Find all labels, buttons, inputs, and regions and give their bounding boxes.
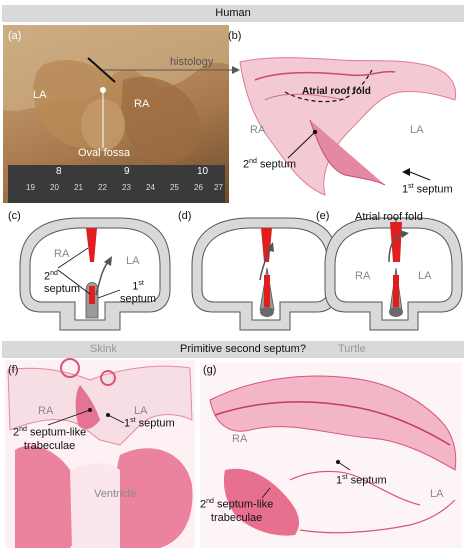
ruler-small-19: 19 [26,183,35,192]
ruler-small-21: 21 [74,183,83,192]
panel-a-ra-label: RA [134,98,150,110]
f-first-sup: st [130,417,136,424]
turtle-label: Turtle [338,343,366,355]
g-trab-text: trabeculae [210,511,263,524]
band2-title: Primitive second septum? [180,343,306,355]
human-header: Human [2,5,464,22]
panel-g-ra-label: RA [232,433,248,445]
c-first-num: 1 [132,280,139,293]
panel-f-first-septum-label: 1st septum [124,417,175,430]
ventricle-label: Ventricle [94,488,137,500]
panel-c-ra-label: RA [54,248,70,260]
g-second-num: 2 [200,498,207,511]
diagram-e [324,217,463,331]
b-second-sup: nd [249,158,257,165]
g-second-sup: nd [206,498,214,505]
g-first-sup: st [342,474,348,481]
panel-b-letter: (b) [228,30,242,42]
g-second-text: septum-like [213,498,274,511]
panel-g-letter: (g) [203,364,217,376]
c-second-text: septum [44,282,81,295]
b-first-sup: st [408,183,414,190]
panel-d-letter: (d) [178,210,192,222]
g-first-text: septum [347,474,387,487]
ruler-small-25: 25 [170,183,179,192]
panel-c-first-septum-label: 1st septum [120,278,156,305]
panel-g-first-septum-label: 1st septum [336,474,387,487]
histology-label: histology [170,56,214,68]
ruler-small-27: 27 [214,183,223,192]
panel-c-second-septum-label: 2nd septum [44,268,80,295]
oval-fossa-label: Oval fossa [78,147,130,159]
c-first-text: septum [120,292,157,305]
g-first-num: 1 [336,474,343,487]
diagram-c [19,217,171,331]
panel-e-roof-label: Atrial roof fold [355,211,423,223]
panel-b-second-septum-label: 2nd septum [243,158,296,171]
ruler-small-24: 24 [146,183,155,192]
c-first-sup: st [138,280,144,287]
panel-f-ra-label: RA [38,405,54,417]
skink-label: Skink [90,343,117,355]
c-second-num: 2 [44,270,51,283]
panel-b-first-septum-label: 1st septum [402,183,453,196]
panel-e-la-label: LA [418,270,432,282]
f-first-num: 1 [124,417,131,430]
ruler-tick-8: 8 [56,166,62,177]
f-second-text: septum-like [26,426,87,439]
panel-f-second-septum-label: 2nd septum-like trabeculae [13,423,86,453]
ruler-small-20: 20 [50,183,59,192]
panel-f-letter: (f) [8,364,19,376]
b-first-num: 1 [402,183,409,196]
panel-c-la-label: LA [126,255,140,267]
panel-b-ra-label: RA [250,124,266,136]
panel-f-la-label: LA [134,405,148,417]
ruler-small-26: 26 [194,183,203,192]
atrial-roof-fold-label: Atrial roof fold [302,86,371,97]
primitive-second-septum-header: Skink Primitive second septum? Turtle [2,341,464,358]
panel-e-ra-label: RA [355,270,371,282]
ruler-small-23: 23 [122,183,131,192]
panel-a-letter: (a) [8,30,22,42]
f-trab-text: trabeculae [23,439,76,452]
ruler-tick-9: 9 [124,166,130,177]
b-second-num: 2 [243,158,250,171]
ruler-tick-10: 10 [197,166,209,177]
panel-g-la-label: LA [430,488,444,500]
c-second-sup: nd [50,270,58,277]
panel-a-la-label: LA [33,89,47,101]
panel-e-letter: (e) [316,210,330,222]
panel-c-letter: (c) [8,210,21,222]
ruler-small-22: 22 [98,183,107,192]
f-first-text: septum [135,417,175,430]
panel-b-la-label: LA [410,124,424,136]
f-second-num: 2 [13,426,20,439]
b-first-text: septum [413,183,453,196]
b-second-text: septum [256,158,297,171]
panel-g-second-septum-label: 2nd septum-like trabeculae [200,495,273,525]
f-second-sup: nd [19,426,27,433]
